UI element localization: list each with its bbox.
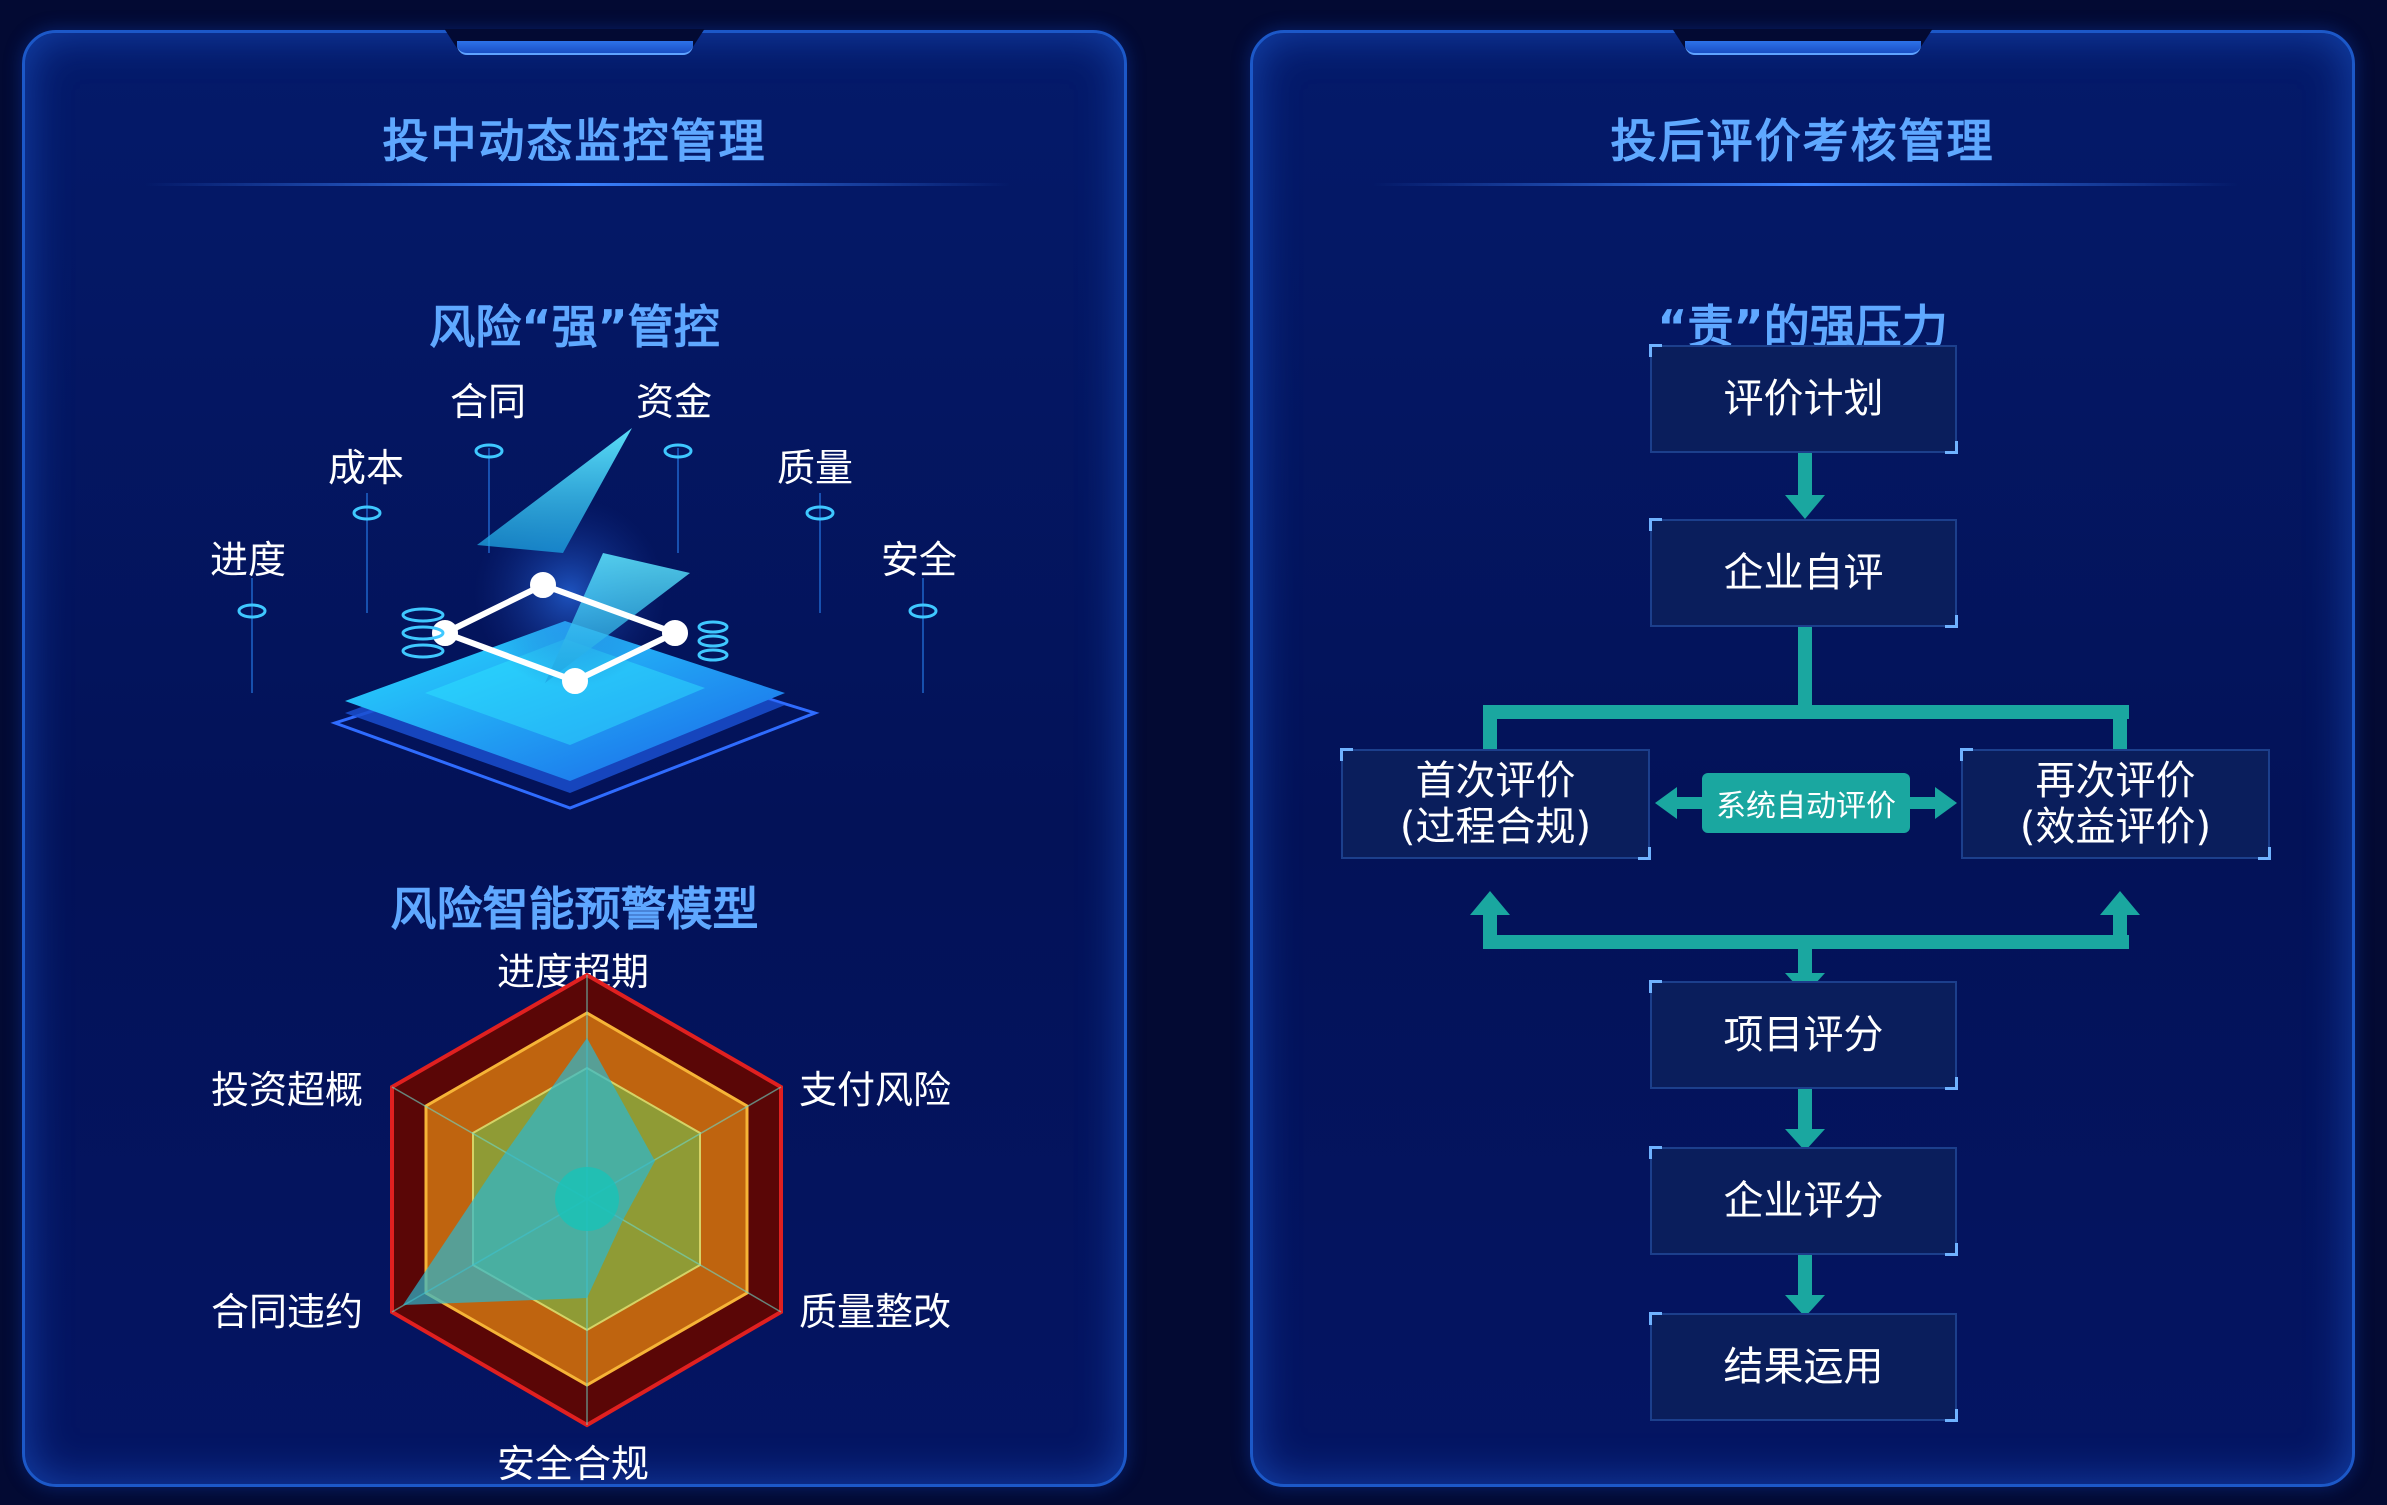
radar-axis-label: 投资超概: [211, 1068, 364, 1112]
risk-label-safety: 安全: [881, 538, 958, 582]
flow-connectors: [1470, 451, 2140, 1317]
right-panel-title: 投后评价考核管理: [1610, 114, 1995, 168]
prism-shard-bottom: [545, 553, 690, 683]
risk-control-illustration: [237, 428, 938, 810]
flow-step-self-eval: 企业自评: [1649, 518, 1958, 628]
sensor-beams: [237, 443, 938, 693]
flow-step-first-eval: 首次评价 (过程合规): [1340, 748, 1651, 860]
flow-step-second-eval: 再次评价 (效益评价): [1960, 748, 2271, 860]
first-eval-sublabel: (过程合规): [1399, 804, 1592, 850]
flow-step-plan: 评价计划: [1649, 344, 1958, 454]
risk-radar-chart: [390, 972, 783, 1428]
network-frame: [432, 572, 688, 694]
risk-label-cost: 成本: [328, 446, 405, 490]
left-panel-title: 投中动态监控管理: [382, 114, 767, 168]
first-eval-label: 首次评价: [1415, 758, 1576, 804]
panel-notch-bar: [456, 41, 693, 55]
radar-data-area: [403, 1038, 655, 1305]
risk-label-contract: 合同: [450, 380, 527, 424]
auto-eval-badge: 系统自动评价: [1702, 773, 1910, 833]
title-divider: [145, 183, 1010, 186]
risk-label-progress: 进度: [210, 538, 287, 582]
flow-step-project-score: 项目评分: [1649, 980, 1958, 1090]
flow-step-result-use: 结果运用: [1649, 1312, 1958, 1422]
radar-axis-label: 安全合规: [497, 1442, 650, 1486]
panel-notch-bar: [1684, 41, 1921, 55]
warning-model-title: 风险智能预警模型: [390, 882, 759, 936]
second-eval-sublabel: (效益评价): [2019, 804, 2212, 850]
title-divider: [1373, 183, 2238, 186]
flow-step-enterprise-score: 企业评分: [1649, 1146, 1958, 1256]
prism-shard-top: [477, 428, 632, 553]
risk-label-quality: 质量: [777, 446, 854, 490]
side-rings: [401, 607, 729, 662]
left-panel: 投中动态监控管理 风险“强”管控 进度 成本 合同 资金 质量 安全: [22, 29, 1127, 1487]
risk-label-funds: 资金: [636, 380, 713, 424]
radar-axis-label: 合同违约: [211, 1290, 364, 1334]
second-eval-label: 再次评价: [2035, 758, 2196, 804]
radar-axis-label: 支付风险: [799, 1068, 952, 1112]
risk-control-title: 风险“强”管控: [429, 300, 720, 354]
radar-center: [555, 1167, 619, 1231]
radar-axis-label: 质量整改: [799, 1290, 952, 1334]
right-panel: 投后评价考核管理 “责”的强压力: [1250, 29, 2355, 1487]
